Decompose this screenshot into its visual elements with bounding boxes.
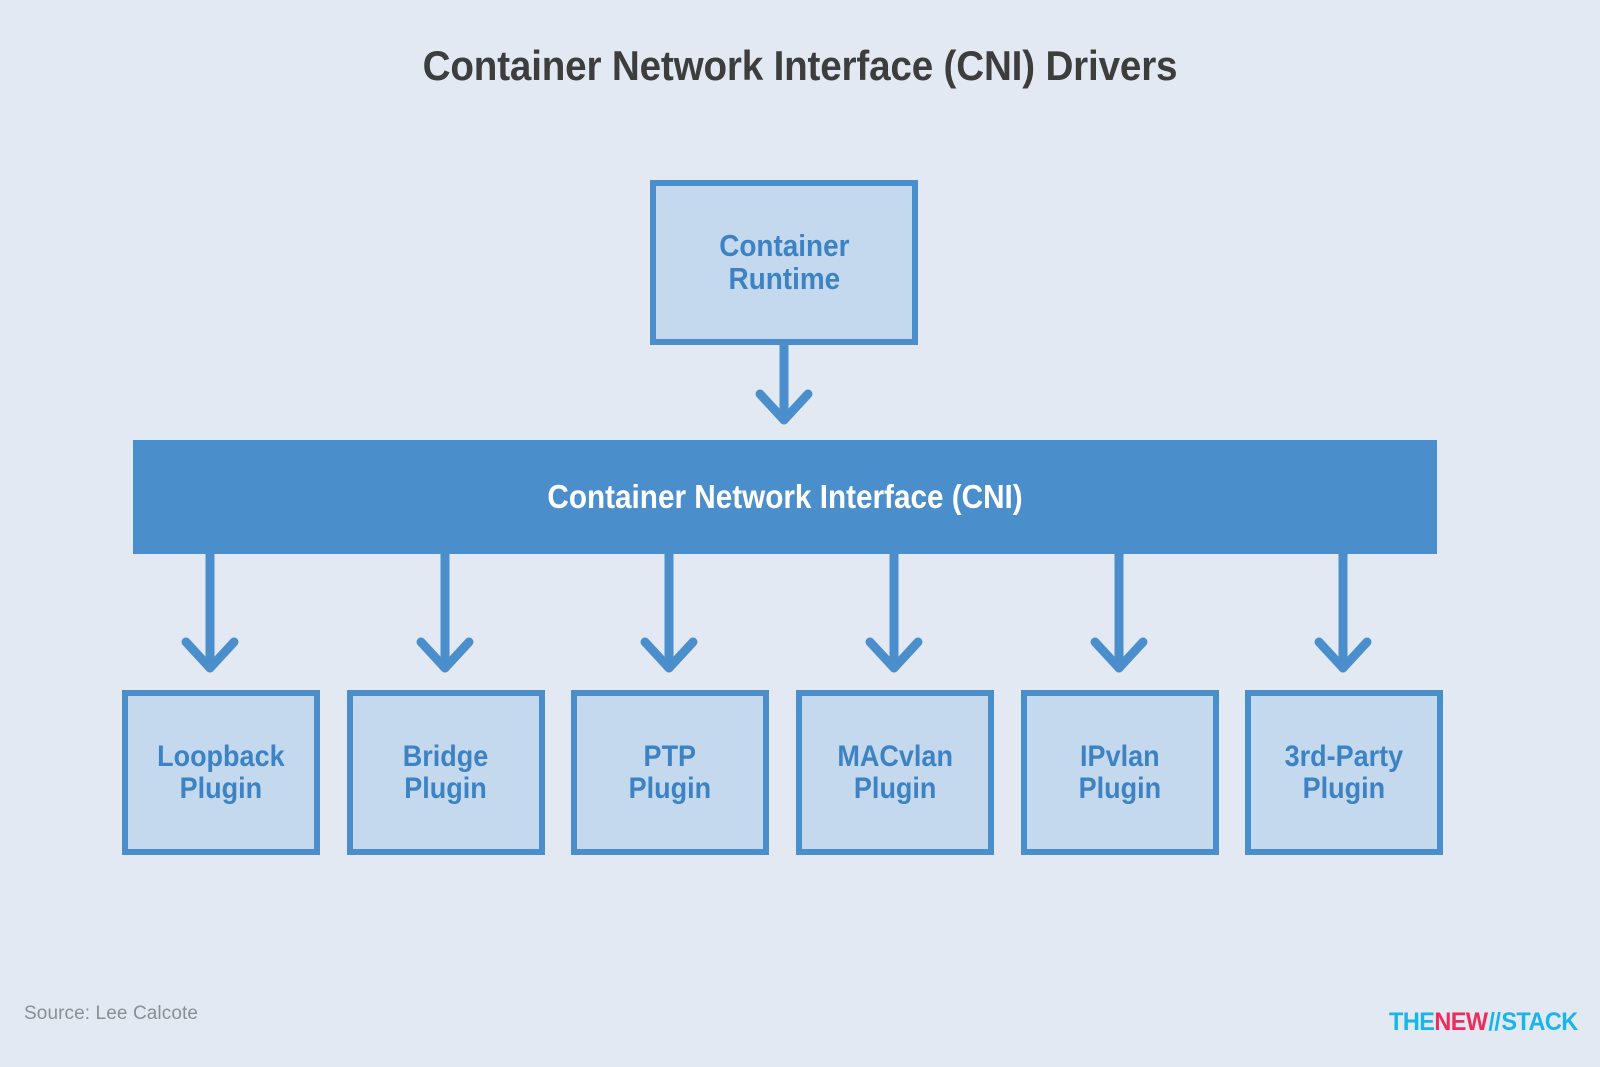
node-container-runtime-label: Container Runtime <box>718 228 850 296</box>
logo-word-the: THE <box>1389 1008 1435 1036</box>
arrow-cni-to-bridge <box>416 549 474 673</box>
logo-word-new: NEW <box>1434 1008 1489 1036</box>
node-container-runtime: Container Runtime <box>650 180 918 345</box>
node-plugin-ipvlan-label: IPvlan Plugin <box>1078 740 1162 805</box>
node-plugin-ptp: PTP Plugin <box>571 690 769 855</box>
arrow-cni-to-ipvlan <box>1090 549 1148 673</box>
arrow-cni-to-third-party <box>1314 549 1372 673</box>
node-plugin-ipvlan: IPvlan Plugin <box>1021 690 1219 855</box>
node-plugin-bridge-label: Bridge Plugin <box>403 740 489 805</box>
logo-word-stack: STACK <box>1501 1008 1579 1036</box>
node-plugin-loopback-label: Loopback Plugin <box>157 740 285 805</box>
node-plugin-third-party: 3rd-Party Plugin <box>1245 690 1443 855</box>
arrow-cni-to-ptp <box>640 549 698 673</box>
node-plugin-loopback: Loopback Plugin <box>122 690 320 855</box>
node-plugin-macvlan: MACvlan Plugin <box>796 690 994 855</box>
logo-slash-icon: // <box>1488 1008 1501 1036</box>
page-title: Container Network Interface (CNI) Driver… <box>422 42 1178 89</box>
node-cni-bar: Container Network Interface (CNI) <box>133 440 1437 554</box>
arrow-runtime-to-cni <box>755 340 813 425</box>
node-plugin-bridge: Bridge Plugin <box>347 690 545 855</box>
thenewstack-logo: THE NEW // STACK <box>1389 1008 1578 1037</box>
node-plugin-third-party-label: 3rd-Party Plugin <box>1284 740 1404 805</box>
node-cni-bar-label: Container Network Interface (CNI) <box>547 478 1023 515</box>
node-plugin-macvlan-label: MACvlan Plugin <box>837 740 953 805</box>
arrow-cni-to-loopback <box>181 549 239 673</box>
node-plugin-ptp-label: PTP Plugin <box>628 740 712 805</box>
source-credit: Source: Lee Calcote <box>24 1003 199 1024</box>
arrow-cni-to-macvlan <box>865 549 923 673</box>
